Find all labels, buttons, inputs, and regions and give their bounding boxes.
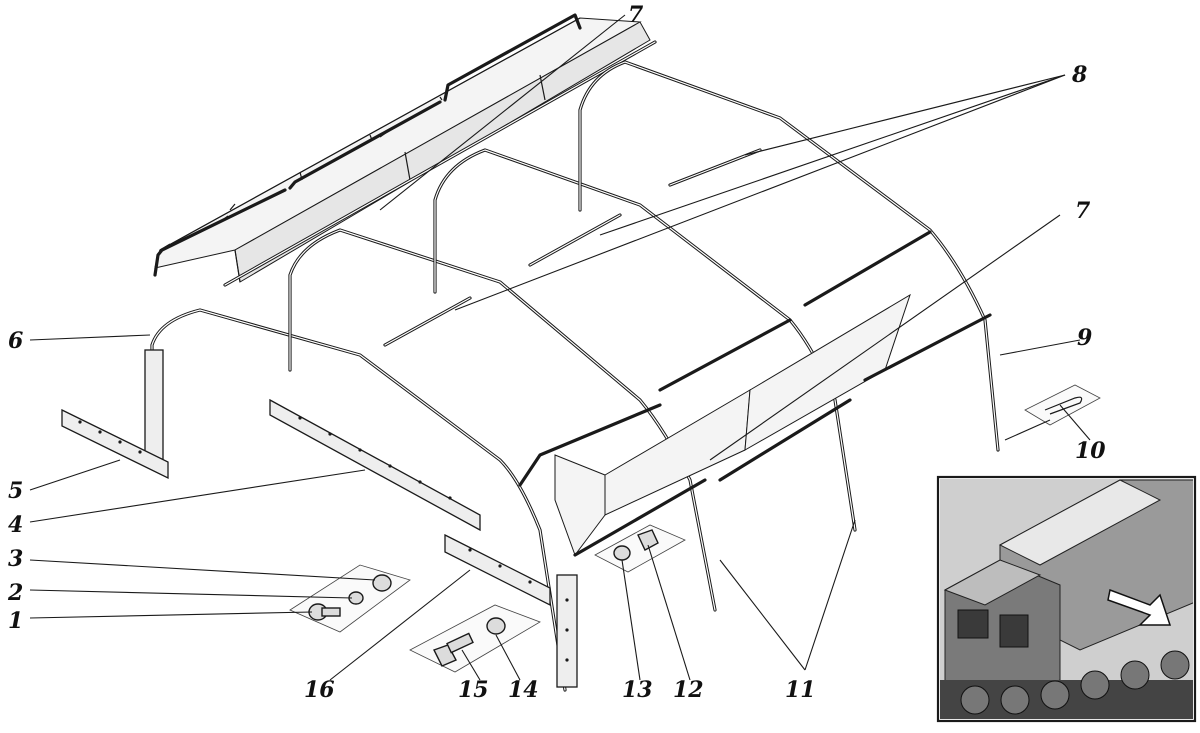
callout-12: 12 bbox=[673, 677, 704, 703]
roof-rod-upper bbox=[223, 40, 657, 287]
callout-7-side: 7 bbox=[1075, 198, 1091, 224]
mount-strip-4 bbox=[269, 398, 481, 532]
callout-14: 14 bbox=[508, 677, 539, 703]
callout-11: 11 bbox=[785, 677, 816, 703]
side-panel-lower bbox=[518, 230, 992, 557]
callout-2: 2 bbox=[7, 580, 23, 606]
mount-strip-5 bbox=[61, 408, 169, 480]
fastener-group-14-15 bbox=[409, 604, 541, 673]
callout-labels: 1 2 3 4 5 6 7 7 8 9 10 11 12 13 14 15 16 bbox=[7, 2, 1106, 703]
callout-9: 9 bbox=[1077, 325, 1092, 351]
callout-4: 4 bbox=[8, 512, 23, 538]
fastener-group-12-13 bbox=[594, 524, 686, 573]
callout-6: 6 bbox=[8, 328, 23, 354]
callout-15: 15 bbox=[458, 677, 489, 703]
post-strip bbox=[556, 574, 578, 688]
callout-5: 5 bbox=[8, 478, 23, 504]
ridge-rods bbox=[383, 148, 762, 347]
pin-tag-10 bbox=[1024, 384, 1101, 426]
callout-1: 1 bbox=[8, 608, 23, 634]
front-arch bbox=[144, 308, 567, 692]
vehicle-inset bbox=[936, 475, 1197, 723]
callout-8: 8 bbox=[1071, 62, 1087, 88]
callout-3: 3 bbox=[8, 546, 23, 572]
callout-7-top: 7 bbox=[628, 2, 644, 28]
rear-arch bbox=[578, 60, 1000, 452]
leader-lines bbox=[29, 14, 1091, 681]
roof-panel-upper bbox=[153, 13, 651, 283]
callout-13: 13 bbox=[622, 677, 653, 703]
callout-10: 10 bbox=[1075, 438, 1106, 464]
callout-16: 16 bbox=[304, 677, 335, 703]
mount-strip-16 bbox=[444, 533, 551, 607]
